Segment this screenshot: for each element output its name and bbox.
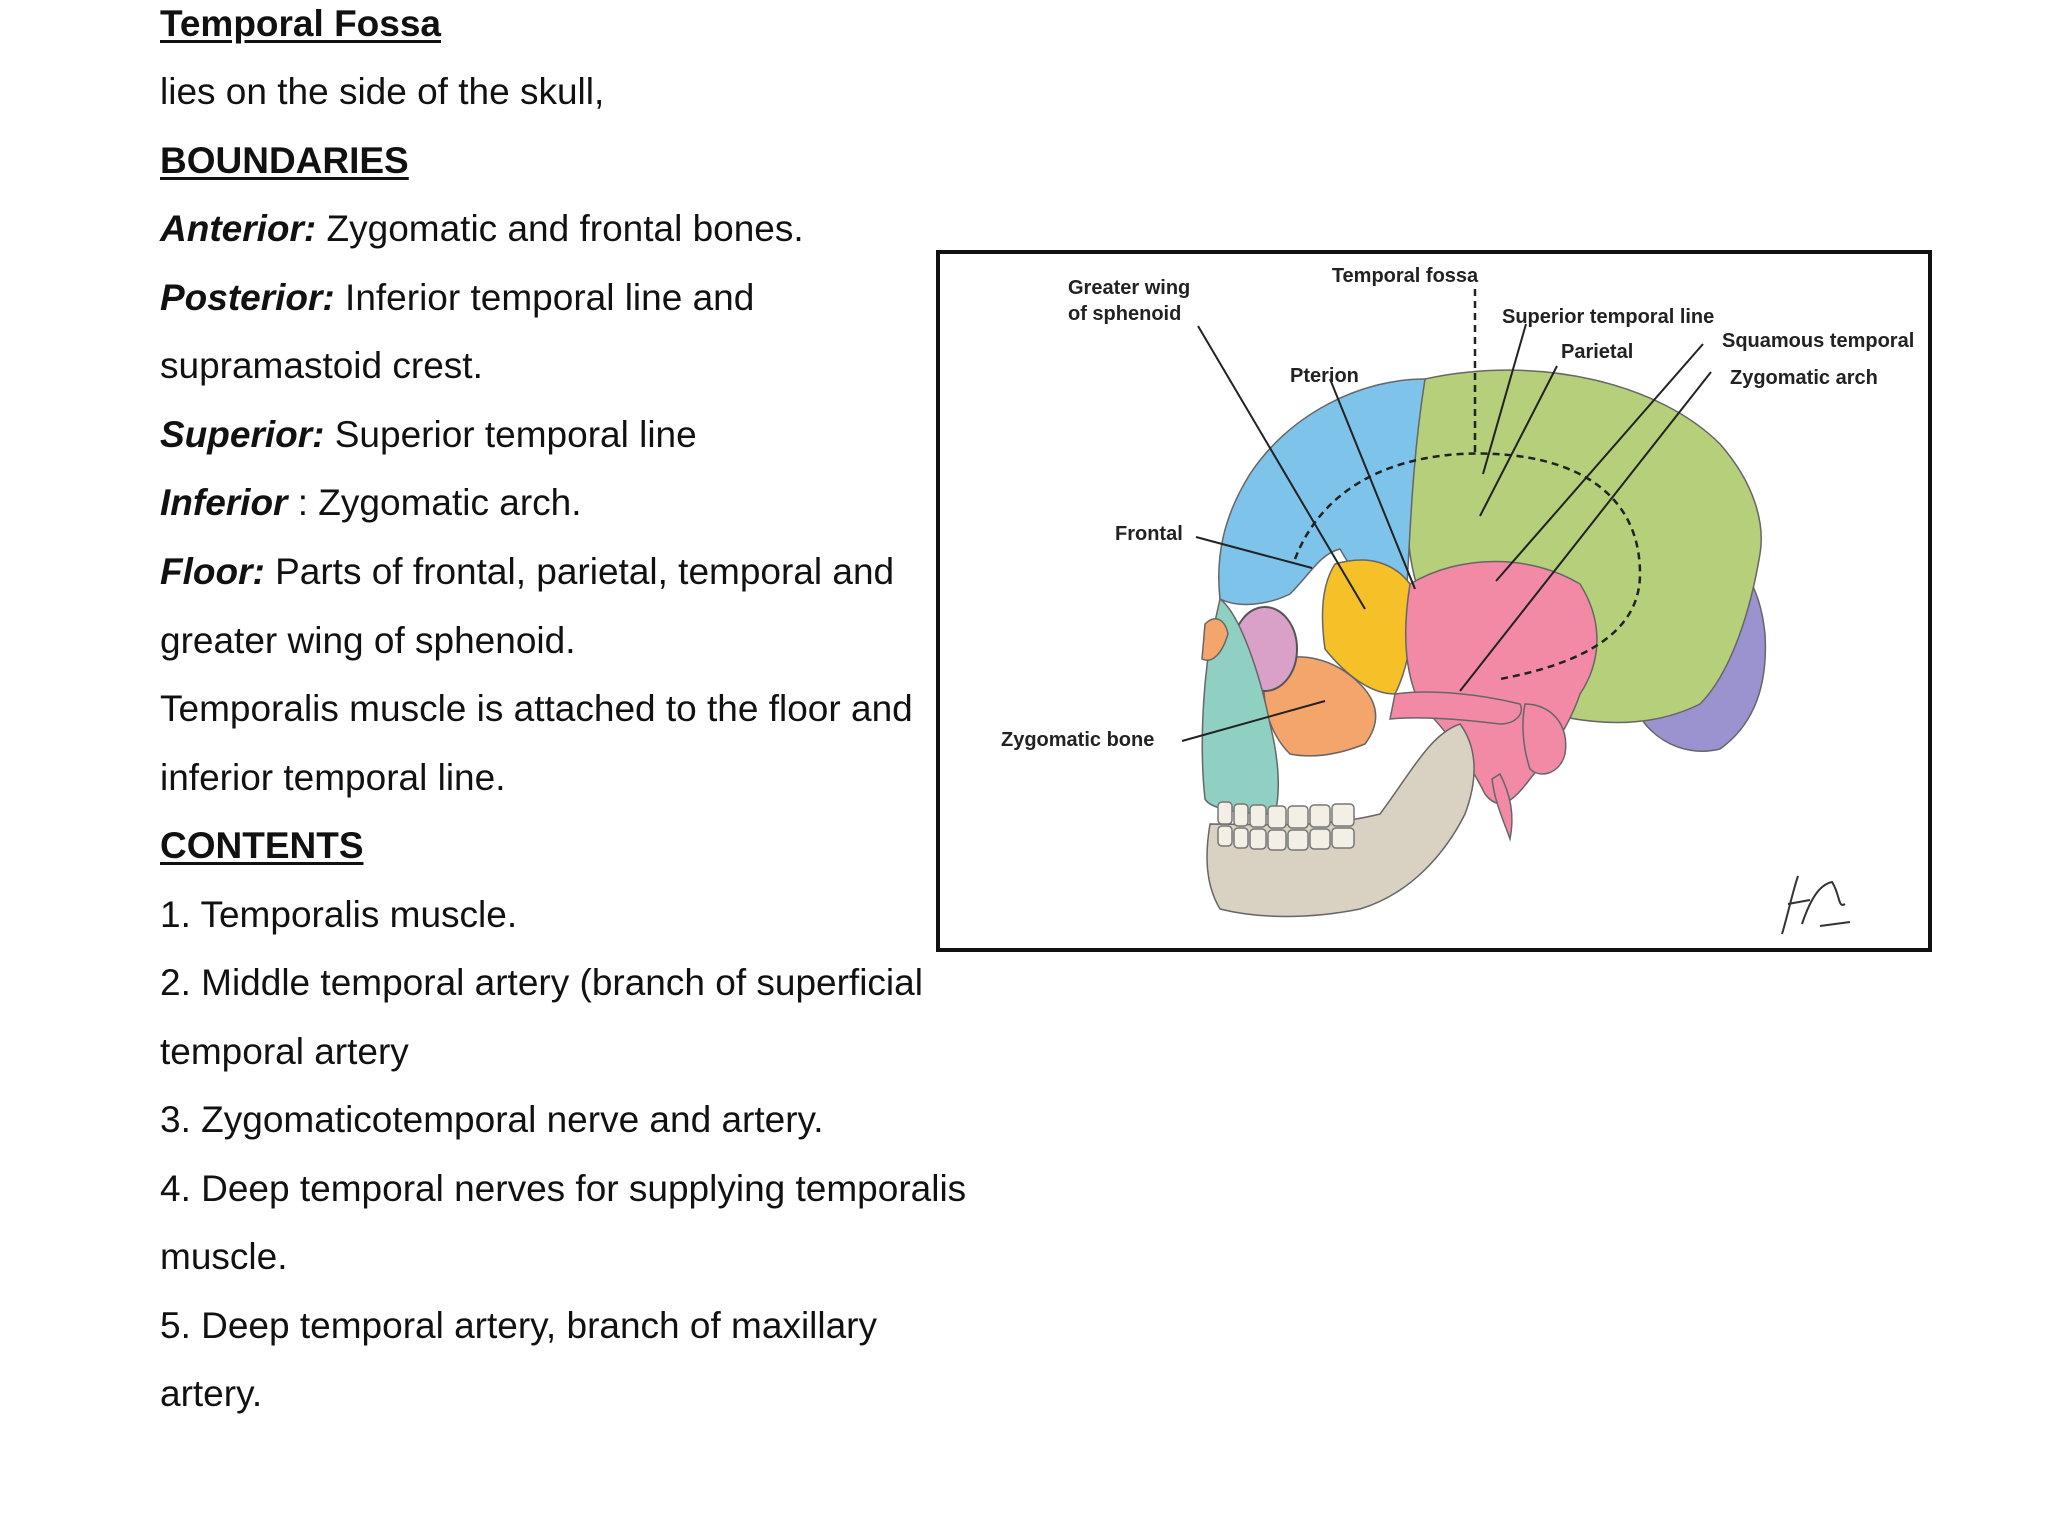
floor-label: Floor:	[160, 551, 265, 592]
posterior-label: Posterior:	[160, 277, 335, 318]
label-zygomatic-bone: Zygomatic bone	[1001, 729, 1154, 751]
leader-lines	[1181, 323, 1712, 742]
zygomatic-bone-shape	[1262, 656, 1377, 757]
floor-text: Parts of frontal, parietal, temporal and	[264, 551, 895, 592]
temporalis-note: Temporalis muscle is attached to the flo…	[160, 688, 913, 729]
nasal-bone	[1201, 618, 1229, 661]
superior-temporal-line	[1293, 452, 1642, 681]
boundary-inferior: Inferior : Zygomatic arch.	[160, 481, 582, 525]
mastoid-process	[1522, 703, 1567, 775]
contents-line: 3. Zygomaticotemporal nerve and artery.	[160, 1099, 824, 1140]
contents-line: artery.	[160, 1373, 263, 1414]
mandible-bone	[1206, 723, 1475, 918]
teeth	[1217, 801, 1355, 851]
posterior-text: Inferior temporal line and	[334, 277, 755, 318]
contents-line: 5. Deep temporal artery, branch of maxil…	[160, 1305, 878, 1346]
contents-line: 2. Middle temporal artery (branch of sup…	[160, 962, 923, 1003]
boundaries-heading: BOUNDARIES	[160, 140, 409, 181]
contents-heading: CONTENTS	[160, 825, 364, 866]
page-title: Temporal Fossa	[160, 3, 442, 44]
anterior-label: Anterior:	[160, 208, 317, 249]
temporalis-note-cont: inferior temporal line.	[160, 757, 506, 798]
label-superior-temporal-line: Superior temporal line	[1502, 306, 1714, 328]
zygomatic-arch-shape	[1389, 691, 1522, 725]
contents-line: 1. Temporalis muscle.	[160, 894, 518, 935]
inferior-text: : Zygomatic arch.	[287, 482, 582, 523]
contents-line: muscle.	[160, 1236, 288, 1277]
boundary-posterior: Posterior: Inferior temporal line and	[160, 276, 754, 320]
label-greater-wing-1: Greater wing	[1068, 277, 1190, 299]
inferior-label: Inferior	[160, 482, 288, 523]
artist-signature	[1781, 875, 1851, 935]
skull-figure: Temporal fossa Greater wing of sphenoid …	[936, 250, 1932, 952]
intro-text: lies on the side of the skull,	[160, 71, 605, 112]
boundary-floor-cont: greater wing of sphenoid.	[160, 620, 576, 661]
skull-illustration: Temporal fossa Greater wing of sphenoid …	[1001, 265, 1914, 935]
contents-line: 4. Deep temporal nerves for supplying te…	[160, 1168, 967, 1209]
anterior-text: Zygomatic and frontal bones.	[316, 208, 804, 249]
superior-label: Superior:	[160, 414, 325, 455]
label-pterion: Pterion	[1290, 365, 1359, 387]
contents-line: temporal artery	[160, 1031, 409, 1072]
boundary-posterior-cont: supramastoid crest.	[160, 345, 483, 386]
label-greater-wing-2: of sphenoid	[1068, 303, 1181, 325]
superior-text: Superior temporal line	[324, 414, 697, 455]
label-squamous-temporal: Squamous temporal	[1722, 330, 1914, 352]
boundary-anterior: Anterior: Zygomatic and frontal bones.	[160, 207, 804, 251]
label-frontal: Frontal	[1115, 523, 1183, 545]
boundary-floor: Floor: Parts of frontal, parietal, tempo…	[160, 550, 894, 594]
label-parietal: Parietal	[1561, 341, 1633, 363]
boundary-superior: Superior: Superior temporal line	[160, 413, 697, 457]
frontal-bone	[1218, 378, 1426, 616]
styloid-process	[1491, 772, 1513, 842]
label-temporal-fossa: Temporal fossa	[1332, 265, 1479, 287]
label-zygomatic-arch: Zygomatic arch	[1730, 367, 1878, 389]
